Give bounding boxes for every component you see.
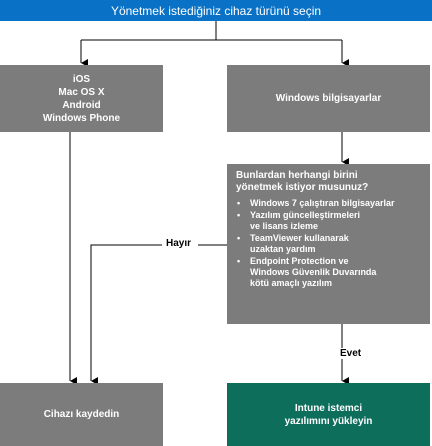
choose-device-type-header: Yönetmek istediğiniz cihaz türünü seçin — [0, 0, 432, 21]
list-item: • Windows 7 çalıştıran bilgisayarlar — [236, 198, 422, 209]
intune-line: yazılımını yükleyin — [284, 415, 373, 427]
yes-branch-label: Evet — [338, 348, 364, 359]
list-item: • Endpoint Protection ve Windows Güvenli… — [236, 256, 422, 289]
arrow-no-to-enroll — [91, 244, 227, 381]
list-item-line: Yazılım güncelleştirmeleri — [250, 210, 361, 220]
bullet-icon: • — [237, 210, 241, 220]
device-line: Android — [62, 99, 101, 111]
choose-device-type-text: Yönetmek istediğiniz cihaz türünü seçin — [110, 3, 322, 18]
device-line: Mac OS X — [58, 86, 105, 98]
install-intune-client-box: Intune istemci yazılımını yükleyin — [227, 383, 430, 446]
device-line: Windows Phone — [42, 112, 121, 124]
intune-line: Intune istemci — [294, 402, 363, 414]
question-feature-list: • Windows 7 çalıştıran bilgisayarlar • Y… — [236, 198, 422, 289]
list-item-line: Endpoint Protection ve — [250, 256, 349, 266]
list-item-line: Windows Güvenlik Duvarında — [250, 267, 377, 277]
list-item-line: Windows 7 çalıştıran bilgisayarlar — [250, 198, 395, 208]
bullet-icon: • — [237, 233, 241, 243]
list-item: • Yazılım güncelleştirmeleri ve lisans i… — [236, 210, 422, 232]
device-line: iOS — [72, 73, 91, 85]
bullet-icon: • — [237, 198, 241, 208]
bullet-icon: • — [237, 256, 241, 266]
no-branch-label: Hayır — [164, 238, 194, 249]
question-title-line: Bunlardan herhangi birini — [236, 170, 358, 181]
mobile-devices-box: iOS Mac OS X Android Windows Phone — [0, 65, 163, 132]
list-item-line: TeamViewer kullanarak — [250, 233, 349, 243]
list-item-line: ve lisans izleme — [250, 221, 319, 231]
question-title-line: yönetmek istiyor musunuz? — [236, 182, 369, 193]
list-item-line: kötü amaçlı yazılım — [250, 278, 333, 288]
question-title: Bunlardan herhangi birini yönetmek istiy… — [236, 170, 422, 194]
enroll-device-box: Cihazı kaydedin — [0, 383, 163, 446]
management-question-box: Bunlardan herhangi birini yönetmek istiy… — [227, 164, 430, 324]
enroll-device-text: Cihazı kaydedin — [43, 409, 120, 420]
list-item: • TeamViewer kullanarak uzaktan yardım — [236, 233, 422, 255]
list-item-line: uzaktan yardım — [250, 244, 316, 254]
windows-computers-text: Windows bilgisayarlar — [275, 93, 382, 104]
windows-computers-box: Windows bilgisayarlar — [227, 65, 430, 132]
